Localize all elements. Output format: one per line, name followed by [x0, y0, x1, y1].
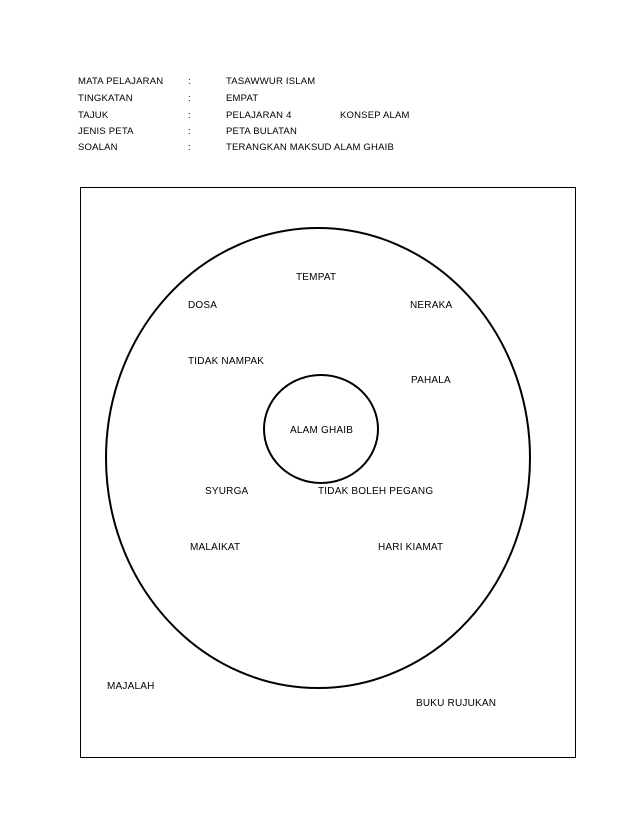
item-neraka: NERAKA: [410, 300, 453, 311]
inner-circle: [263, 374, 379, 484]
header-key-subject: MATA PELAJARAN: [78, 76, 164, 87]
center-topic: ALAM GHAIB: [290, 425, 354, 436]
item-malaikat: MALAIKAT: [190, 542, 241, 553]
outer-circle: [105, 227, 531, 689]
item-tidak-boleh-pegang: TIDAK BOLEH PEGANG: [318, 486, 434, 497]
item-dosa: DOSA: [188, 300, 218, 311]
header-value-question: TERANGKAN MAKSUD ALAM GHAIB: [226, 142, 394, 153]
item-syurga: SYURGA: [205, 486, 249, 497]
frame-item-buku-rujukan: BUKU RUJUKAN: [416, 698, 497, 709]
item-tempat: TEMPAT: [296, 272, 337, 283]
header-sep: :: [188, 142, 191, 153]
header-sep: :: [188, 93, 191, 104]
header-key-map-type: JENIS PETA: [78, 126, 134, 137]
header-key-level: TINGKATAN: [78, 93, 133, 104]
header-sep: :: [188, 76, 191, 87]
header-key-question: SOALAN: [78, 142, 118, 153]
frame-item-majalah: MAJALAH: [107, 681, 155, 692]
header-extra-topic: KONSEP ALAM: [340, 110, 410, 121]
header-value-topic: PELAJARAN 4: [226, 110, 292, 121]
item-tidak-nampak: TIDAK NAMPAK: [188, 356, 265, 367]
item-pahala: PAHALA: [411, 375, 451, 386]
header-value-map-type: PETA BULATAN: [226, 126, 298, 137]
header-sep: :: [188, 126, 191, 137]
header-value-level: EMPAT: [226, 93, 259, 104]
header-sep: :: [188, 110, 191, 121]
header-key-topic: TAJUK: [78, 110, 109, 121]
item-hari-kiamat: HARI KIAMAT: [378, 542, 444, 553]
header-value-subject: TASAWWUR ISLAM: [226, 76, 316, 87]
frame-of-reference: [80, 187, 576, 758]
